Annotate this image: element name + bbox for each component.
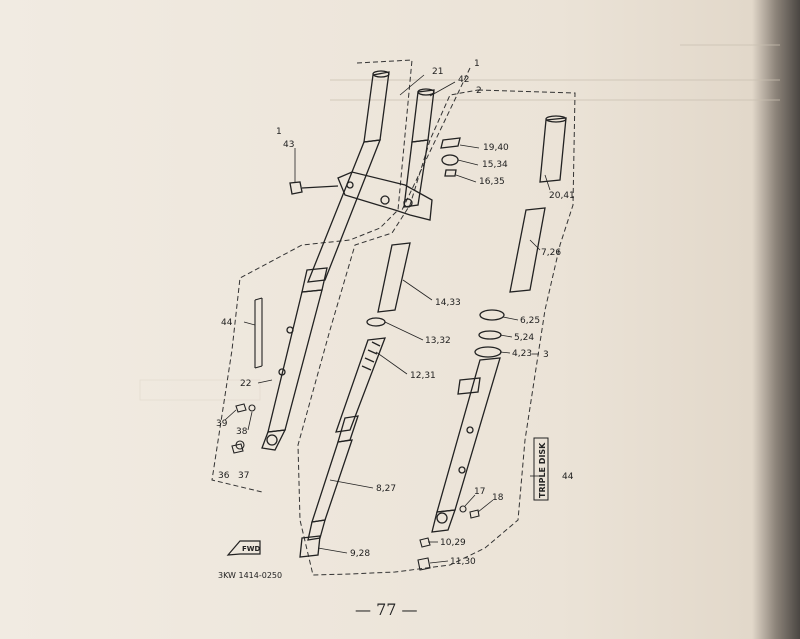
callout: 39: [216, 419, 228, 429]
leader-lines: [224, 74, 551, 564]
callout: 37: [238, 471, 249, 481]
callout: 20,41: [549, 191, 575, 201]
callout: 12,31: [410, 371, 436, 381]
callout: 18: [492, 493, 504, 503]
assembly-outline-1: [211, 59, 471, 493]
callout: 16,35: [479, 177, 505, 187]
callout: 13,32: [425, 336, 451, 346]
hardware-parts: [231, 297, 480, 571]
callout: 19,40: [483, 143, 509, 153]
callout: 15,34: [482, 160, 508, 170]
callout: 3: [543, 350, 549, 360]
callout: 2: [476, 86, 482, 96]
callout: 14,33: [435, 298, 461, 308]
internal-fork-parts: [299, 137, 461, 558]
figure-code: 3KW 1414-0250: [218, 571, 282, 580]
callout: 43: [283, 140, 294, 150]
callout: 9,28: [350, 549, 370, 559]
callout: 44: [221, 318, 233, 328]
page-number: — 77 —: [355, 600, 418, 619]
fwd-label: FWD: [242, 545, 261, 553]
triple-disk-label: TRIPLE DISK: [538, 442, 547, 498]
callout: 36: [218, 471, 230, 481]
callout: 8,27: [376, 484, 396, 494]
callout: 21: [432, 67, 443, 77]
callout: 22: [240, 379, 251, 389]
callout: 42: [458, 75, 469, 85]
callout: 10,29: [440, 538, 466, 548]
callout: 5,24: [514, 333, 534, 343]
callout: 7,26: [541, 248, 561, 258]
callout: 38: [236, 427, 248, 437]
callout: 1: [276, 127, 282, 137]
callout: 17: [474, 487, 485, 497]
steering-stem: [289, 88, 435, 221]
callout: 44: [562, 472, 574, 482]
assembly-outline-2: [297, 89, 576, 576]
fwd-arrow-icon: FWD: [226, 540, 261, 556]
callout: 4,23: [512, 349, 532, 359]
bleed-through-table: [139, 44, 780, 401]
callout: 11,30: [450, 557, 476, 567]
triple-disk-tag: TRIPLE DISK: [533, 437, 549, 501]
callout: 6,25: [520, 316, 540, 326]
left-fork-assembly: [261, 70, 390, 451]
callout-labels: 21 42 1 2 1 43 19,40 15,34 16,35 20,41 7…: [216, 59, 575, 567]
callout: 1: [474, 59, 480, 69]
